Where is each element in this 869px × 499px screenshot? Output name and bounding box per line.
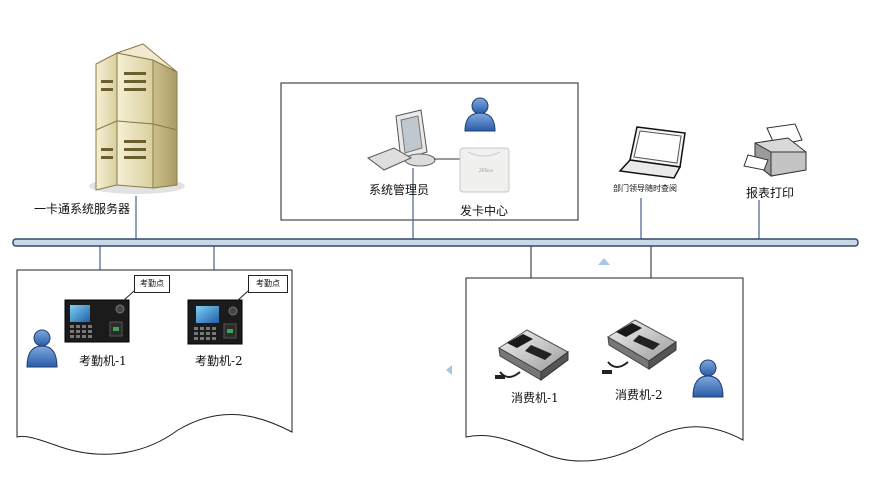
attendance-area-box [16,269,293,455]
callout-pointer [122,290,135,302]
attendance-user-icon [26,329,58,368]
triangle-arrow-icon [446,365,452,375]
card-issuer-device-icon: ZKTeco [459,147,510,193]
attendance-callout-1: 考勤点 [134,275,170,293]
triangle-arrow-icon [598,258,610,265]
pos-terminal-icon [602,319,677,374]
printer-icon [743,123,807,178]
consumption-area-box [465,277,744,462]
admin-box [280,82,579,221]
laptop-label: 部门领导随时查阅 [613,184,677,193]
callout-pointer [236,290,249,302]
consumption-machine-1-label: 消费机-1 [511,391,559,405]
card-device-brand: ZKTeco [479,168,493,173]
admin-user-icon [464,97,496,132]
server-label: 一卡通系统服务器 [34,202,131,216]
laptop-icon [618,126,686,179]
keyboard-icon [366,147,413,171]
attendance-terminal-icon [64,299,130,343]
attendance-callout-2: 考勤点 [248,275,288,293]
attendance-terminal-icon [187,299,243,345]
consumption-user-icon [692,359,724,398]
network-bus [12,238,859,247]
card-center-label: 发卡中心 [460,204,509,218]
admin-label: 系统管理员 [369,183,430,197]
consumption-machine-2-label: 消费机-2 [615,388,663,402]
pos-terminal-icon [495,329,569,381]
attendance-machine-2-label: 考勤机-2 [195,354,243,368]
printer-label: 报表打印 [746,186,795,200]
attendance-machine-1-label: 考勤机-1 [79,354,127,368]
desktop-computer-icon [395,109,436,167]
server-tower-icon [89,43,185,194]
